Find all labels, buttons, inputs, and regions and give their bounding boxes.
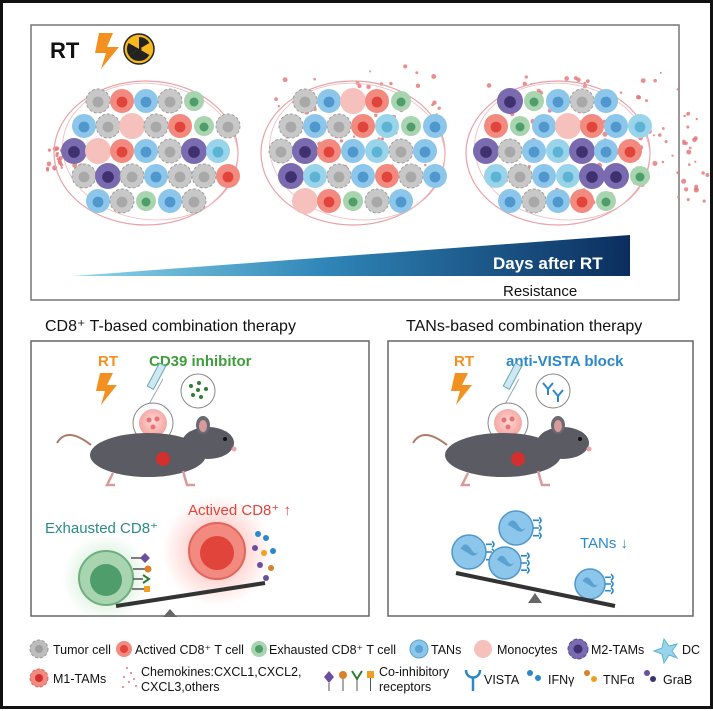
legend-activated-label: Actived CD8⁺ T cell: [135, 643, 244, 657]
legend-tans-label: TANs: [431, 643, 461, 657]
legend-ifn-label: IFNγ: [548, 673, 575, 687]
legend-m1-icon: [29, 668, 49, 688]
legend-coinhibitory-label-2: receptors: [379, 680, 431, 694]
activated-cd8-label: Actived CD8⁺ ↑: [188, 502, 291, 519]
tumor-cluster-mid: [260, 64, 447, 226]
cytokine-dots: [252, 531, 276, 581]
legend-monocytes-icon: [474, 640, 492, 658]
legend-chemokine-label-2: CXCL3,others: [141, 680, 220, 694]
legend-m1-label: M1-TAMs: [53, 672, 106, 686]
legend-tans-icon: [409, 639, 429, 659]
legend-tumor-icon: [29, 639, 49, 659]
legend-exhausted-icon: [251, 641, 267, 657]
legend-exhausted-label: Exhausted CD8⁺ T cell: [269, 643, 396, 657]
left-mouse: [56, 416, 237, 487]
legend-m2-label: M2-TAMs: [591, 643, 644, 657]
lightning-icon: [95, 33, 119, 69]
left-lightning-icon: [96, 373, 117, 405]
legend-tumor-label: Tumor cell: [53, 643, 111, 657]
left-tumor-zoom: [132, 402, 174, 458]
tans-down-label: TANs ↓: [580, 535, 628, 552]
right-lightning-icon: [451, 373, 472, 405]
legend-vista-icon: [464, 669, 482, 691]
exhausted-cd8-cell: [78, 550, 134, 606]
tans-cluster: [451, 510, 614, 600]
right-seesaw: [455, 571, 616, 608]
legend-grab-icon: [644, 670, 656, 682]
tumor-cluster-day0: [45, 80, 241, 226]
days-after-rt-label: Days after RT: [493, 254, 603, 273]
legend-dc-label: DC: [682, 643, 700, 657]
exhausted-cd8-label: Exhausted CD8⁺: [45, 520, 158, 537]
anti-vista-label: anti-VISTA block: [506, 353, 624, 370]
legend-dc-icon: [652, 637, 679, 665]
left-rt-label: RT: [98, 353, 118, 370]
legend: Tumor cell Actived CD8⁺ T cell Exhausted…: [29, 637, 700, 694]
rt-title: RT: [50, 38, 80, 63]
legend-activated-icon: [116, 641, 132, 657]
coinhibitory-receptors: [131, 553, 152, 592]
cd39-drug-bubble: [180, 373, 216, 409]
legend-m2-icon: [567, 638, 589, 660]
legend-grab-label: GraB: [663, 673, 692, 687]
legend-ifn-icon: [527, 670, 541, 681]
legend-coinhibitory-icon: [324, 670, 374, 691]
left-seesaw: [115, 581, 266, 617]
resistance-label: Resistance: [503, 283, 577, 300]
antibody-bubble: [535, 373, 571, 409]
legend-vista-label: VISTA: [484, 673, 520, 687]
activated-cd8-cell: [188, 522, 246, 580]
right-panel-title: TANs-based combination therapy: [406, 318, 642, 335]
legend-tnf-label: TNFα: [603, 673, 635, 687]
legend-coinhibitory-label-1: Co-inhibitory: [379, 665, 450, 679]
legend-monocytes-label: Monocytes: [497, 643, 557, 657]
legend-chemokine-icon: [122, 667, 137, 688]
days-after-rt-gradient: [73, 235, 630, 276]
radiation-icon: [123, 33, 155, 65]
tumor-cluster-late: [465, 71, 710, 226]
cd39-inhibitor-label: CD39 inhibitor: [149, 353, 252, 370]
left-panel-title: CD8⁺ T-based combination therapy: [45, 318, 296, 335]
legend-tnf-icon: [584, 670, 597, 682]
right-rt-label: RT: [454, 353, 474, 370]
figure-canvas: RT Days after RT Resistance CD8⁺ T-based…: [29, 24, 710, 694]
legend-chemokine-label-1: Chemokines:CXCL1,CXCL2,: [141, 665, 302, 679]
right-mouse: [412, 416, 592, 487]
